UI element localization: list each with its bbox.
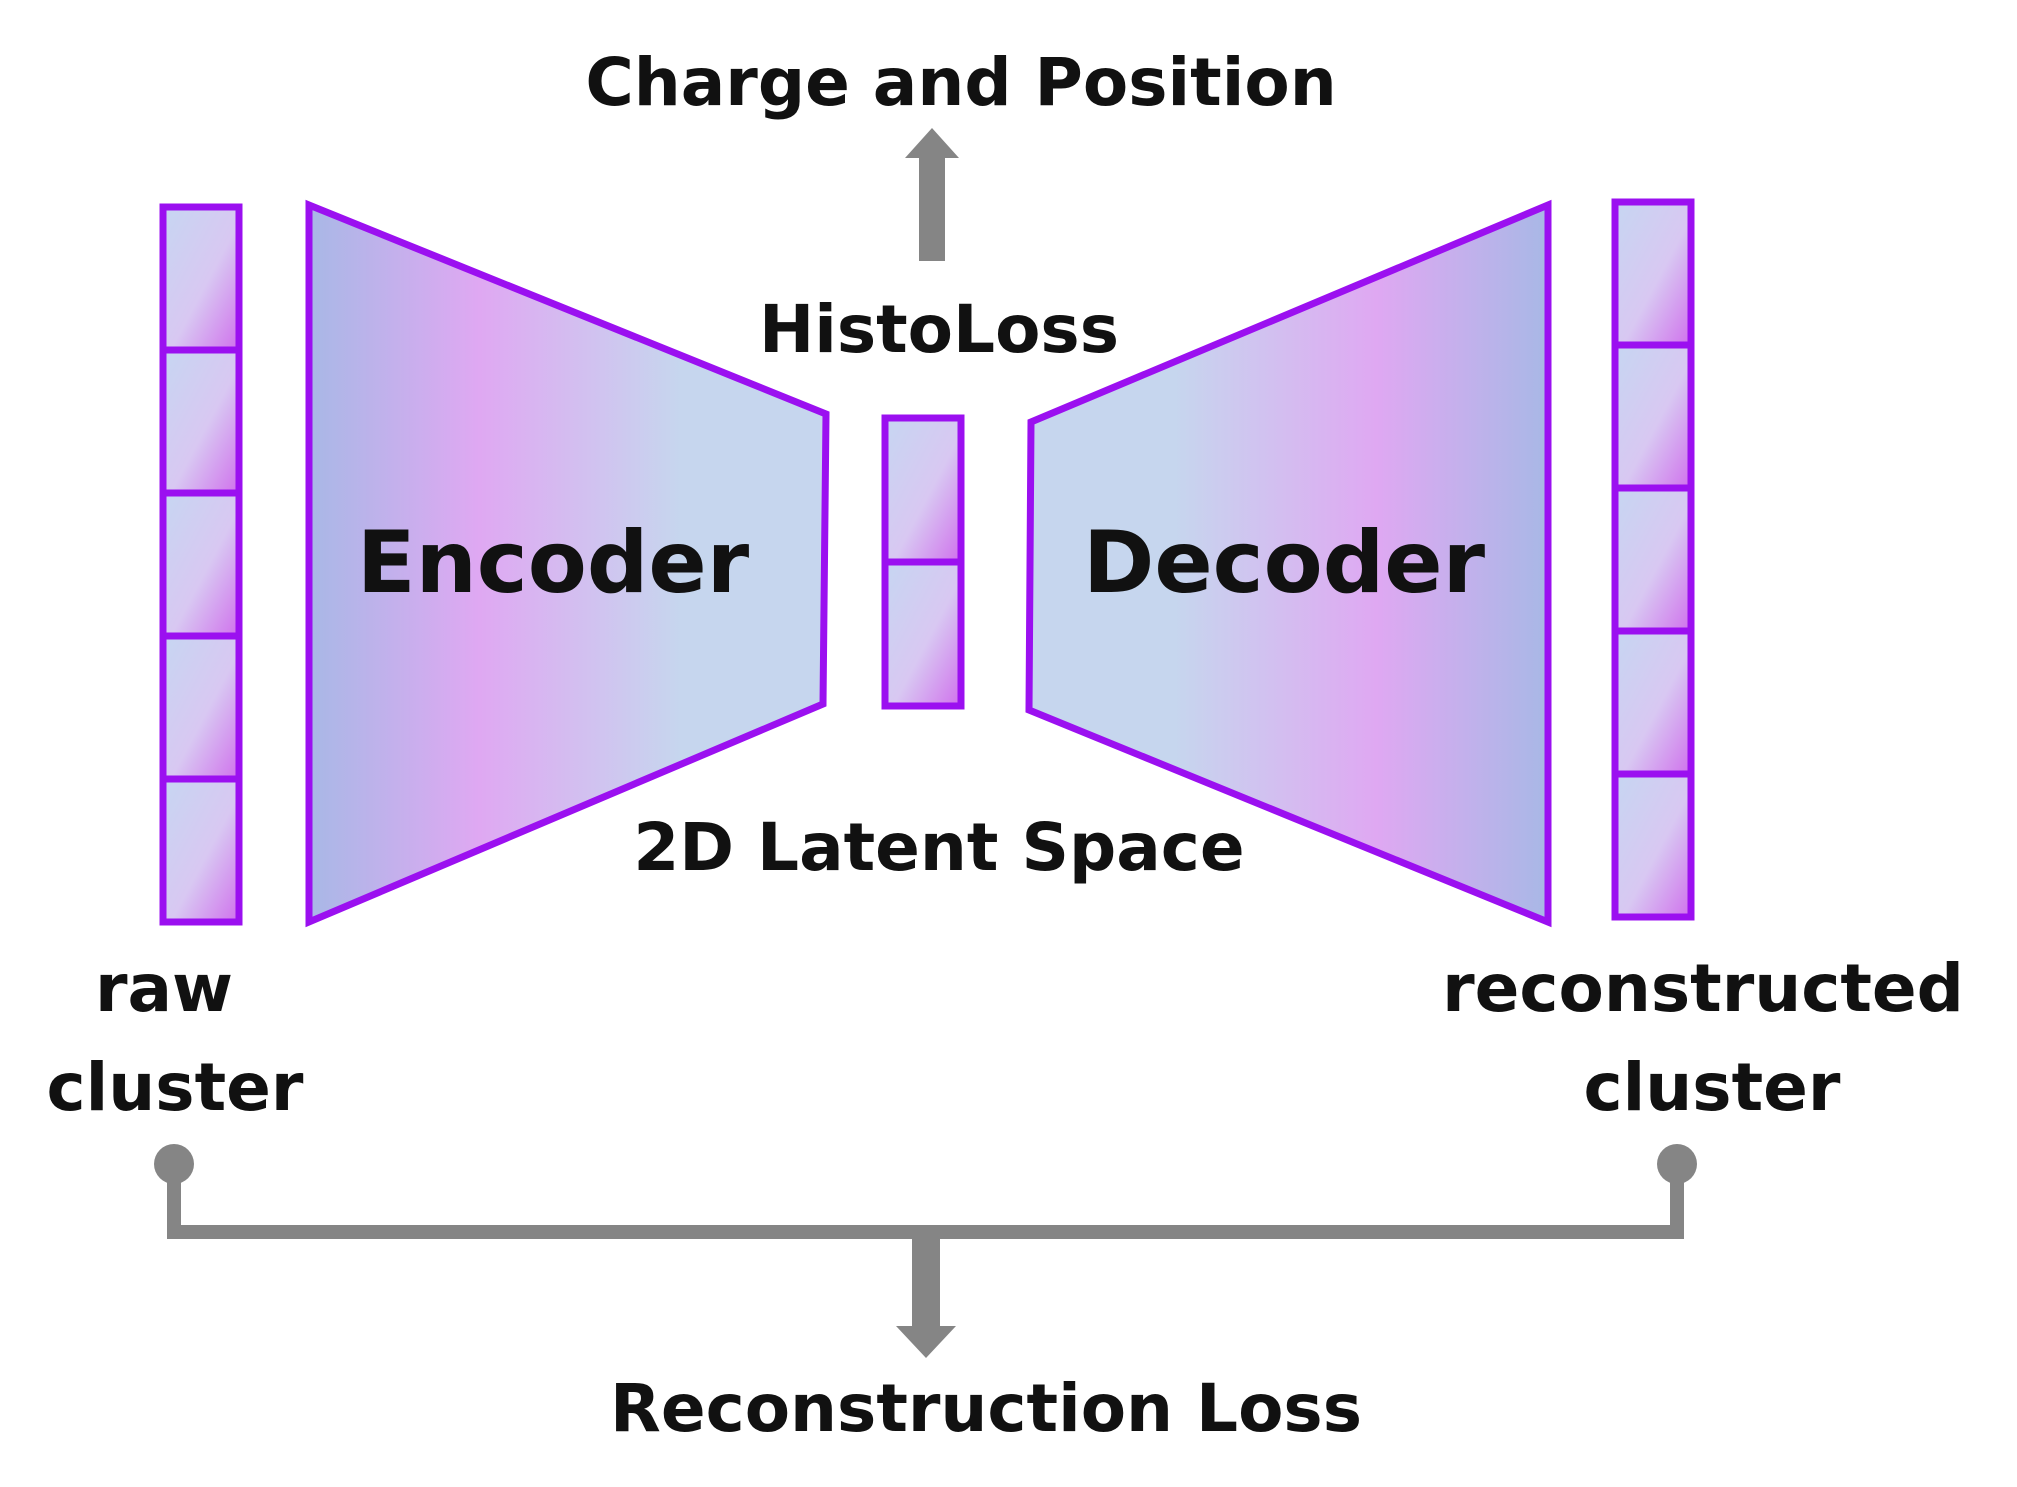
latent-cell [881,558,965,710]
reconstructed-cluster-cell [1611,627,1695,778]
decoder-label: Decoder [1083,513,1486,613]
latent-vector [881,414,965,710]
latent-space-label: 2D Latent Space [633,809,1244,886]
reconstructed-cluster-label-line1: reconstructed [1442,950,1964,1027]
encoder-label: Encoder [357,513,750,613]
reconstructed-cluster-cell [1611,341,1695,492]
raw-cluster-cell [159,775,243,926]
reconstructed-cluster-cell [1611,770,1695,921]
raw-cluster-cell [159,632,243,783]
reconstruction-loss-label: Reconstruction Loss [610,1370,1362,1447]
reconstructed-cluster-label-line2: cluster [1584,1049,1841,1126]
reconstructed-cluster-cell [1611,484,1695,635]
raw-cluster-cell [159,203,243,354]
raw-cluster-cell [159,346,243,497]
decoder-block [1025,199,1552,928]
reconstructed-cluster-vector [1611,198,1695,921]
charge-and-position-label: Charge and Position [585,44,1336,121]
reconstructed-cluster-cell [1611,198,1695,349]
histoloss-output-arrow [905,128,959,261]
encoder-block [305,199,830,928]
raw-cluster-label-line1: raw [95,950,233,1027]
raw-cluster-label-line2: cluster [47,1049,304,1126]
raw-cluster-vector [159,203,243,926]
latent-cell [881,414,965,566]
histoloss-label: HistoLoss [759,291,1119,368]
raw-cluster-cell [159,489,243,640]
reconstruction-loss-connector [154,1144,1697,1358]
